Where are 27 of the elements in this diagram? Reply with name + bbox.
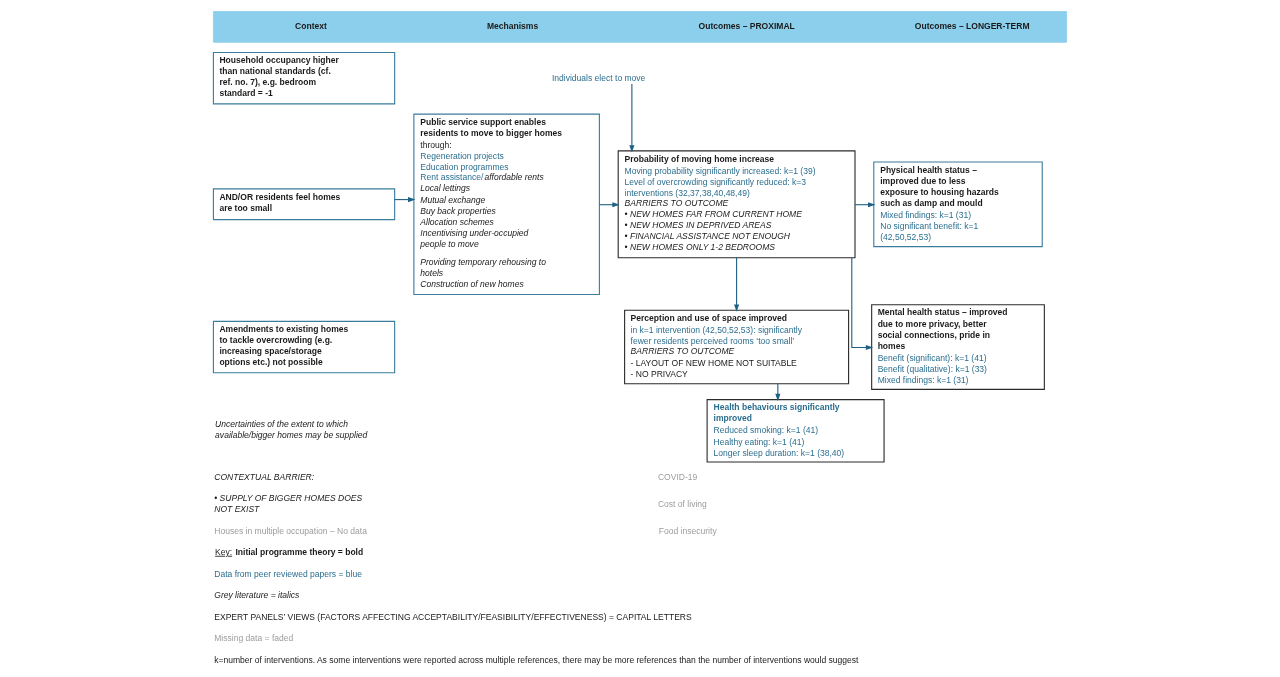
- label: COVID-19: [657, 472, 698, 483]
- label: Uncertainties of the extent to which available/bigger homes may be supplied: [215, 418, 368, 440]
- label: CONTEXTUAL BARRIER:: [214, 471, 315, 482]
- label: EXPERT PANELS’ VIEWS (FACTORS AFFECTING ACCEPTABILITY/FEASIBILITY/EFFECTIVENESS) = CAPITAL LETTERS: [214, 611, 692, 622]
- label: Key: Initial programme theory = bold: [215, 546, 364, 557]
- label: Missing data = faded: [214, 633, 294, 644]
- node-box: Mental health status – improved due to more privacy, better social connections, pride in homes Benefit (significant): k=1 (41) Benefit (qualitative): k=1 (33) Mixed findings: k=1 (31): [871, 304, 1045, 390]
- node-text: Individuals elect to move: [551, 72, 646, 83]
- node-box: Context Mechanisms Outcomes – PROXIMAL Outcomes – LONGER-TERM: [213, 11, 1067, 43]
- node-box: Perception and use of space improved in k=1 intervention (42,50,52,53): significantly fewer residents perceived rooms ‘too small’ BARRIERS TO OUTCOME - LAYOUT OF NEW HOME NOT SUITABLE - NO PRIVACY: [624, 309, 850, 385]
- arrow: [629, 83, 635, 153]
- node-box: Probability of moving home increase Moving probability significantly increased: k=1 (39) Level of overcrowding significantly reduced: k=3 interventions (32,37,38,40,48,49) BARRIERS TO OUTCOME • NEW HOMES FAR FROM CURRENT HOME • NEW HOMES IN DEPRIVED AREAS • FINANCIAL ASSISTANCE NOT ENOUGH • NEW HOMES ONLY 1-2 BEDROOMS: [617, 150, 856, 259]
- node-box: Health behaviours significantly improved Reduced smoking: k=1 (41) Healthy eating: k=1 (41) Longer sleep duration: k=1 (38,40): [706, 399, 885, 463]
- arrow: [851, 257, 874, 351]
- label: Data from peer reviewed papers = blue: [214, 569, 362, 580]
- label: Houses in multiple occupation – No data: [214, 526, 367, 537]
- label: Food insecurity: [658, 526, 717, 537]
- label: Grey literature = italics: [214, 589, 300, 600]
- node-box: Public service support enables residents to move to bigger homes through: Regeneration projects Education programmes Rent assistance/affordable rents Local lettings Mutual exchange Buy back properties Allocation schemes Incentivising under-occupied people to move Providing temporary rehousing to hotels Construction of new homes: [413, 113, 600, 296]
- label: k=number of interventions. As some interventions were reported across multiple references, there may be more references than the number of interventions would suggest: [214, 654, 859, 665]
- label: • SUPPLY OF BIGGER HOMES DOES NOT EXIST: [214, 492, 363, 514]
- node-box: Household occupancy higher than national standards (cf. ref. no. 7), e.g. bedroom standard = -1: [212, 52, 396, 105]
- label: Cost of living: [657, 499, 707, 510]
- arrow: [734, 257, 740, 312]
- node-box: Physical health status – improved due to less exposure to housing hazards such as damp and mould Mixed findings: k=1 (31) No significant benefit: k=1 (42,50,52,53): [873, 161, 1043, 248]
- node-box: AND/OR residents feel homes are too small: [212, 188, 396, 221]
- node-box: Amendments to existing homes to tackle overcrowding (e.g. increasing space/storage options etc.) not possible: [212, 320, 396, 374]
